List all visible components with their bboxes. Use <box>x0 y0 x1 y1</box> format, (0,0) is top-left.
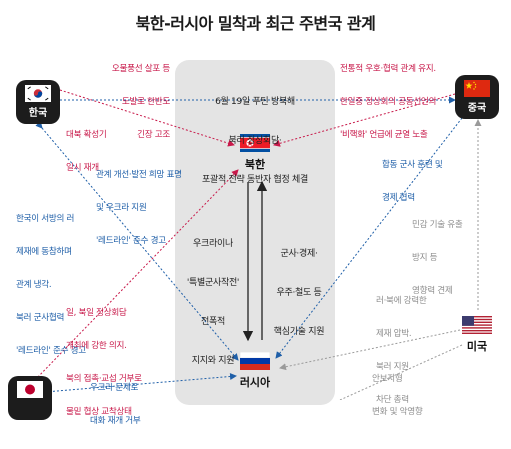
line-korea-russia <box>35 121 239 361</box>
japan-badge <box>8 376 52 420</box>
usa-label: 미국 <box>466 340 488 353</box>
north-korea-flag-icon <box>240 134 270 152</box>
korea-badge: 한국 <box>16 80 60 124</box>
support-line: '특별군사작전' <box>186 278 240 288</box>
support-line: 군사·경제· <box>280 249 318 259</box>
support-line: 우주·철도 등 <box>276 288 322 298</box>
support-line: 지지와 지원 <box>191 356 235 366</box>
label-korea-northkorea: 오물풍선 살포 등 도발로 한반도 긴장 고조 <box>111 64 170 140</box>
line-usa-russia <box>279 329 461 371</box>
label-china-northkorea: 전통적 우호·협력 관계 유지. 한일중 정상회의 공동선언의 '비핵화' 언급… <box>340 64 437 140</box>
china-flag-icon <box>464 80 490 97</box>
japan-flag-icon <box>17 381 43 398</box>
nk-to-russia-text: 우크라이나 '특별군사작전' 전폭적 지지와 지원 <box>180 212 246 394</box>
russia-flag-icon <box>240 352 270 370</box>
summit-line: 북러 정상회담· <box>228 136 282 146</box>
diagram-title: 북한-러시아 밀착과 최근 주변국 관계 <box>135 14 376 33</box>
label-usa-china: 민감 기술 유출 방지 등 영향력 견제 <box>412 220 463 296</box>
line-china-russia <box>275 111 469 359</box>
usa-flag-icon <box>462 316 492 334</box>
russia-label: 러시아 <box>239 376 271 389</box>
korea-label: 한국 <box>28 108 48 119</box>
connection-lines <box>34 89 482 400</box>
support-line: 핵심기술 지원 <box>273 327 325 337</box>
label-korea-china: 관계 개선·발전 희망 표명 및 우크라 지원 '레드라인' 준수 경고 <box>96 170 182 246</box>
summit-line: 포괄적 전략 동반자 협정 체결 <box>201 175 308 185</box>
china-label: 중국 <box>467 103 487 114</box>
line-japan-northkorea <box>34 169 239 381</box>
korea-flag-icon <box>25 85 51 102</box>
russia-to-nk-text: 군사·경제· 우주·철도 등 핵심기술 지원 <box>266 222 332 365</box>
label-china-russia: 합동 군사 훈련 및 경제 협력 <box>382 160 443 203</box>
label-usa-japan: 안보지형 변화 및 악영향 <box>372 374 423 417</box>
label-korea-loudspeaker: 대북 확성기 일시 재개 <box>66 130 107 173</box>
summit-text: 6월 19일 푸틴 방북해 북러 정상회담· 포괄적 전략 동반자 협정 체결 <box>185 70 325 213</box>
diagram-stage: 북한-러시아 밀착과 최근 주변국 관계 <box>8 14 499 426</box>
china-badge: 중국 <box>455 75 499 119</box>
support-line: 전폭적 <box>201 317 225 327</box>
label-japan-russia: 우크라 문제로 대화 재개 거부 <box>90 383 141 426</box>
support-line: 우크라이나 <box>193 239 233 249</box>
north-korea-label: 북한 <box>244 158 266 171</box>
label-korea-russia: 한국이 서방의 러 제재에 동참하며 관계 냉각. 북러 군사협력 '레드라인'… <box>16 214 86 356</box>
summit-line: 6월 19일 푸틴 방북해 <box>215 97 295 107</box>
